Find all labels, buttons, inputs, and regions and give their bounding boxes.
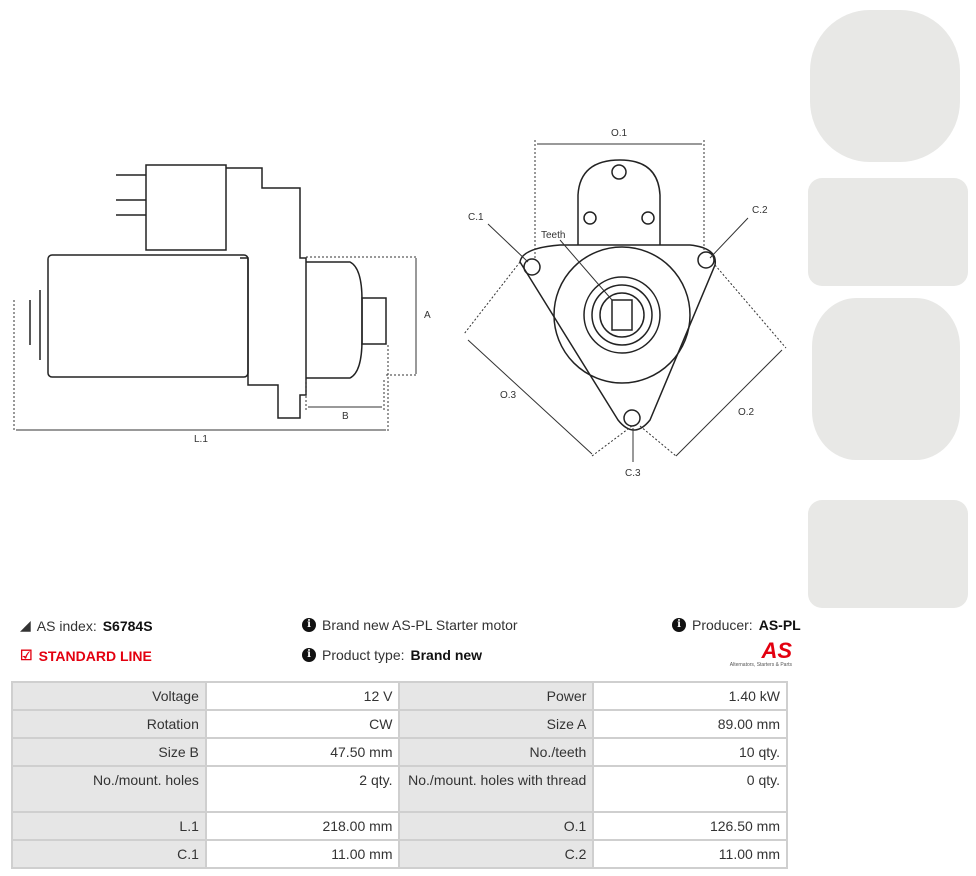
spec-value: 11.00 mm bbox=[592, 839, 788, 869]
spec-label: O.1 bbox=[398, 811, 595, 841]
dimension-a-label: A bbox=[424, 310, 431, 321]
info-icon: i bbox=[672, 618, 686, 632]
product-photo-rear[interactable] bbox=[808, 500, 968, 608]
as-index-value: S6784S bbox=[102, 617, 153, 634]
description: i Brand new AS-PL Starter motor bbox=[302, 617, 518, 633]
spec-value: 89.00 mm bbox=[592, 709, 788, 739]
dimension-o2-label: O.2 bbox=[738, 407, 755, 418]
dimension-b-label: B bbox=[342, 411, 349, 422]
product-photo-front[interactable] bbox=[810, 10, 960, 162]
spec-value: 10 qty. bbox=[592, 737, 788, 767]
spec-value: 0 qty. bbox=[592, 765, 788, 813]
spec-label: No./teeth bbox=[398, 737, 595, 767]
producer: i Producer: AS-PL bbox=[672, 617, 801, 633]
product-photo-side[interactable] bbox=[808, 178, 968, 286]
spec-label: No./mount. holes with thread bbox=[398, 765, 595, 813]
spec-value: 126.50 mm bbox=[592, 811, 788, 841]
spec-label: Rotation bbox=[11, 709, 207, 739]
front-view-drawing: O.1 C.1 C.2 Teeth O.3 O.2 C.3 bbox=[463, 128, 787, 479]
spec-value: 47.50 mm bbox=[204, 737, 401, 767]
dimension-c3-label: C.3 bbox=[625, 468, 641, 479]
teeth-label: Teeth bbox=[541, 230, 565, 241]
spec-label: C.2 bbox=[398, 839, 595, 869]
dimension-c1-label: C.1 bbox=[468, 212, 484, 223]
spec-label: Size A bbox=[398, 709, 595, 739]
spec-label: No./mount. holes bbox=[11, 765, 207, 813]
dimension-l1-label: L.1 bbox=[194, 434, 208, 445]
spec-value: 11.00 mm bbox=[204, 839, 401, 869]
checkbox-checked-icon: ☑ bbox=[20, 647, 33, 663]
tags-icon: ◢ bbox=[20, 617, 31, 633]
info-icon: i bbox=[302, 618, 316, 632]
spec-label: L.1 bbox=[11, 811, 207, 841]
spec-value: CW bbox=[204, 709, 401, 739]
as-pl-logo: AS Alternators, Starters & Parts bbox=[729, 638, 792, 669]
spec-label: Power bbox=[398, 681, 595, 711]
spec-label: Size B bbox=[11, 737, 207, 767]
spec-value: 12 V bbox=[204, 681, 401, 711]
side-view-drawing: A B L.1 bbox=[13, 164, 431, 445]
product-type: i Product type: Brand new bbox=[302, 647, 482, 663]
dimension-o1-label: O.1 bbox=[611, 128, 628, 139]
info-icon: i bbox=[302, 648, 316, 662]
spec-value: 1.40 kW bbox=[592, 681, 788, 711]
spec-value: 218.00 mm bbox=[204, 811, 401, 841]
spec-label: Voltage bbox=[11, 681, 207, 711]
spec-label: C.1 bbox=[11, 839, 207, 869]
as-index: ◢ AS index: S6784S bbox=[20, 617, 153, 634]
dimension-o3-label: O.3 bbox=[500, 390, 517, 401]
dimension-c2-label: C.2 bbox=[752, 205, 768, 216]
product-photo-top[interactable] bbox=[812, 298, 960, 460]
spec-value: 2 qty. bbox=[204, 765, 401, 813]
product-line: ☑ STANDARD LINE bbox=[20, 647, 152, 664]
